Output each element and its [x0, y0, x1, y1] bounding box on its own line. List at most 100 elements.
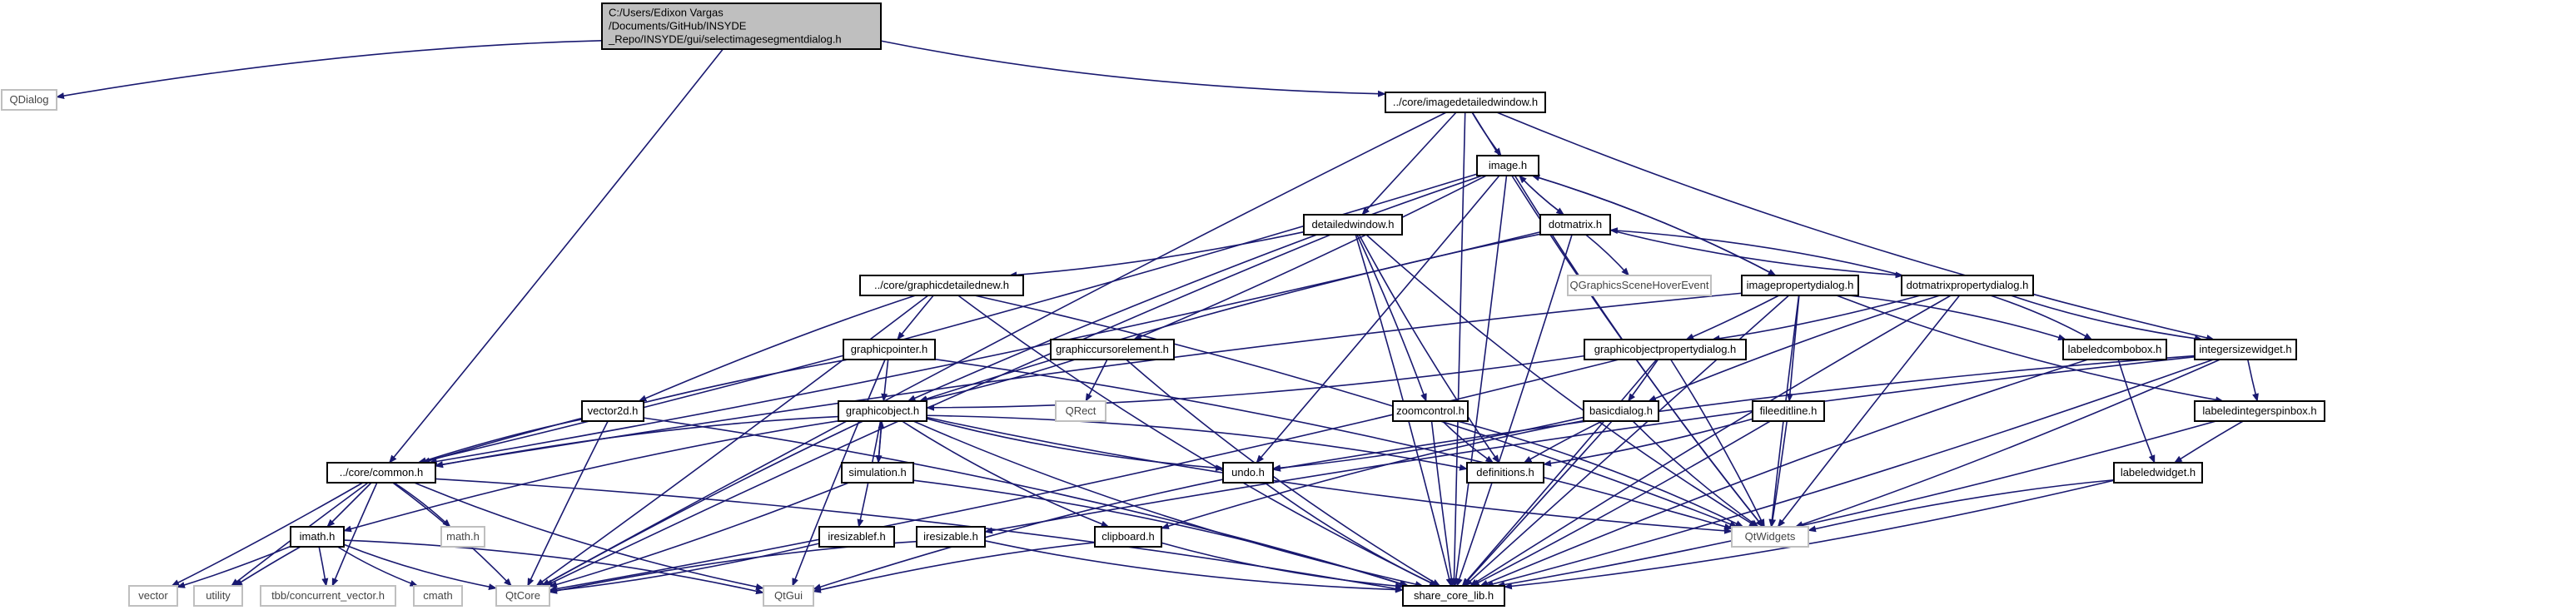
node-basicdialog[interactable]: basicdialog.h [1583, 400, 1659, 422]
node-label-integersizewidget: integersizewidget.h [2199, 343, 2291, 355]
node-box-cmath [413, 585, 463, 607]
edge-simulation-to-share_core_lib [913, 479, 1408, 588]
node-box-labeledcombobox [2062, 339, 2167, 360]
edge-graphicobjectpropertydialog-to-graphicobject [926, 355, 1585, 411]
node-label-root: C:/Users/Edixon Vargas [609, 7, 724, 19]
node-label-iresizablef: iresizablef.h [828, 530, 885, 543]
node-label-share_core_lib: share_core_lib.h [1414, 589, 1494, 602]
node-box-vector2d [581, 400, 644, 422]
node-fileeditline[interactable]: fileeditline.h [1752, 400, 1825, 422]
node-simulation[interactable]: simulation.h [841, 462, 914, 484]
node-graphicobjectpropertydialog[interactable]: graphicobjectpropertydialog.h [1584, 339, 1747, 360]
node-label-cmath: cmath [423, 589, 452, 602]
node-detailedwindow[interactable]: detailedwindow.h [1303, 214, 1403, 236]
edge-dotmatrix-to-image [1518, 175, 1564, 216]
edge-dotmatrixpropertydialog-to-share_core_lib [1470, 295, 1952, 587]
node-root[interactable]: C:/Users/Edixon Vargas/Documents/GitHub/… [601, 2, 882, 50]
edge-integersizewidget-to-iresizable [984, 356, 2196, 534]
edge-basicdialog-to-undo [1272, 416, 1584, 472]
node-qtwidgets: QtWidgets [1731, 526, 1809, 548]
node-share_core_lib[interactable]: share_core_lib.h [1402, 585, 1505, 607]
header-nodes: C:/Users/Edixon Vargas/Documents/GitHub/… [1, 2, 2325, 607]
node-dotmatrixpropertydialog[interactable]: dotmatrixpropertydialog.h [1901, 275, 2034, 296]
node-imagedetailedwindow[interactable]: ../core/imagedetailedwindow.h [1385, 92, 1546, 113]
node-label-vector: vector [138, 589, 168, 602]
edge-image-to-share_core_lib [1452, 175, 1508, 587]
edge-image-to-graphiccursorelement [1132, 175, 1487, 340]
node-qtgui: QtGui [763, 585, 814, 607]
node-common[interactable]: ../core/common.h [326, 462, 436, 484]
node-label-detailedwindow: detailedwindow.h [1311, 218, 1394, 231]
edge-imagepropertydialog-to-graphicobjectpropertydialog [1685, 295, 1780, 340]
edge-dotmatrixpropertydialog-to-integersizewidget [2010, 295, 2203, 342]
edge-dotmatrixpropertydialog-to-basicdialog [1648, 295, 1941, 402]
node-box-qdialog [1, 89, 57, 111]
node-integersizewidget[interactable]: integersizewidget.h [2194, 339, 2297, 360]
node-imagepropertydialog[interactable]: imagepropertydialog.h [1741, 275, 1859, 296]
edge-imagedetailedwindow-to-qtcore [541, 112, 1447, 587]
node-graphicdetailednew[interactable]: ../core/graphicdetailednew.h [859, 275, 1024, 296]
node-qdialog: QDialog [1, 89, 57, 111]
node-definitions[interactable]: definitions.h [1466, 462, 1544, 484]
node-label-graphicobject: graphicobject.h [846, 404, 919, 417]
node-cmath: cmath [413, 585, 463, 607]
edge-root-to-qdialog [56, 40, 603, 100]
node-box-graphiccursorelement [1050, 339, 1175, 360]
node-graphiccursorelement[interactable]: graphiccursorelement.h [1050, 339, 1175, 360]
edge-root-to-common [389, 48, 724, 464]
edge-imagepropertydialog-to-share_core_lib [1464, 295, 1790, 587]
node-imath[interactable]: imath.h [290, 526, 345, 548]
edge-imath-to-qtcore [343, 543, 497, 591]
node-graphicobject[interactable]: graphicobject.h [838, 400, 927, 422]
node-iresizable[interactable]: iresizable.h [916, 526, 986, 548]
edge-imagepropertydialog-to-labeledcombobox [1848, 295, 2067, 341]
edge-imath-to-vector [177, 545, 291, 588]
node-box-qtwidgets [1731, 526, 1809, 548]
edge-graphicdetailednew-to-share_core_lib [957, 295, 1439, 587]
edge-detailedwindow-to-qtwidgets [1365, 234, 1758, 528]
edge-iresizable-to-share_core_lib [984, 540, 1404, 593]
node-box-graphicpointer [843, 339, 936, 360]
node-box-graphicdetailednew [859, 275, 1024, 296]
edge-basicdialog-to-definitions [1523, 420, 1603, 464]
edge-zoomcontrol-to-share_core_lib [1430, 420, 1455, 587]
node-undo[interactable]: undo.h [1222, 462, 1274, 484]
edge-basicdialog-to-share_core_lib [1462, 420, 1613, 587]
node-labeledintegerspinbox[interactable]: labeledintegerspinbox.h [2194, 400, 2325, 422]
edge-simulation-to-qtcore [549, 482, 849, 588]
edge-integersizewidget-to-qtwidgets [1794, 359, 2220, 528]
node-qgraphicsscenehoverevent: QGraphicsSceneHoverEvent [1567, 275, 1712, 296]
edge-detailedwindow-to-qtcore [544, 234, 1331, 587]
node-label-simulation: simulation.h [848, 466, 906, 479]
node-zoomcontrol[interactable]: zoomcontrol.h [1392, 400, 1469, 422]
node-labeledwidget[interactable]: labeledwidget.h [2113, 462, 2203, 484]
edge-common-to-vector [171, 482, 364, 587]
edge-graphicpointer-to-qtgui [792, 359, 886, 587]
edge-graphicobjectpropertydialog-to-basicdialog [1627, 359, 1659, 402]
node-box-labeledwidget [2113, 462, 2203, 484]
node-label-graphiccursorelement: graphiccursorelement.h [1056, 343, 1169, 355]
node-vector2d[interactable]: vector2d.h [581, 400, 644, 422]
node-label-mathh: math.h [446, 530, 480, 543]
node-labeledcombobox[interactable]: labeledcombobox.h [2062, 339, 2167, 360]
edge-iresizablef-to-qtcore [549, 543, 820, 594]
edge-graphiccursorelement-to-graphicobject [918, 359, 1076, 404]
edge-imath-to-concurrent_vector [318, 546, 329, 587]
node-box-concurrent_vector [260, 585, 396, 607]
node-image[interactable]: image.h [1476, 155, 1539, 176]
node-iresizablef[interactable]: iresizablef.h [818, 526, 895, 548]
node-dotmatrix[interactable]: dotmatrix.h [1539, 214, 1611, 236]
edge-zoomcontrol-to-qtwidgets [1457, 420, 1744, 528]
node-label-qdialog: QDialog [10, 93, 49, 106]
node-qtcore: QtCore [495, 585, 550, 607]
node-clipboard[interactable]: clipboard.h [1094, 526, 1162, 548]
node-label-fileeditline: fileeditline.h [1760, 404, 1818, 417]
edge-labeledwidget-to-qtwidgets [1808, 479, 2115, 533]
node-box-detailedwindow [1303, 214, 1403, 236]
node-box-utility [193, 585, 243, 607]
edge-basicdialog-to-clipboard [1161, 419, 1584, 529]
node-mathh: math.h [440, 526, 485, 548]
node-graphicpointer[interactable]: graphicpointer.h [843, 339, 936, 360]
edge-labeledintegerspinbox-to-share_core_lib [1496, 420, 2216, 588]
